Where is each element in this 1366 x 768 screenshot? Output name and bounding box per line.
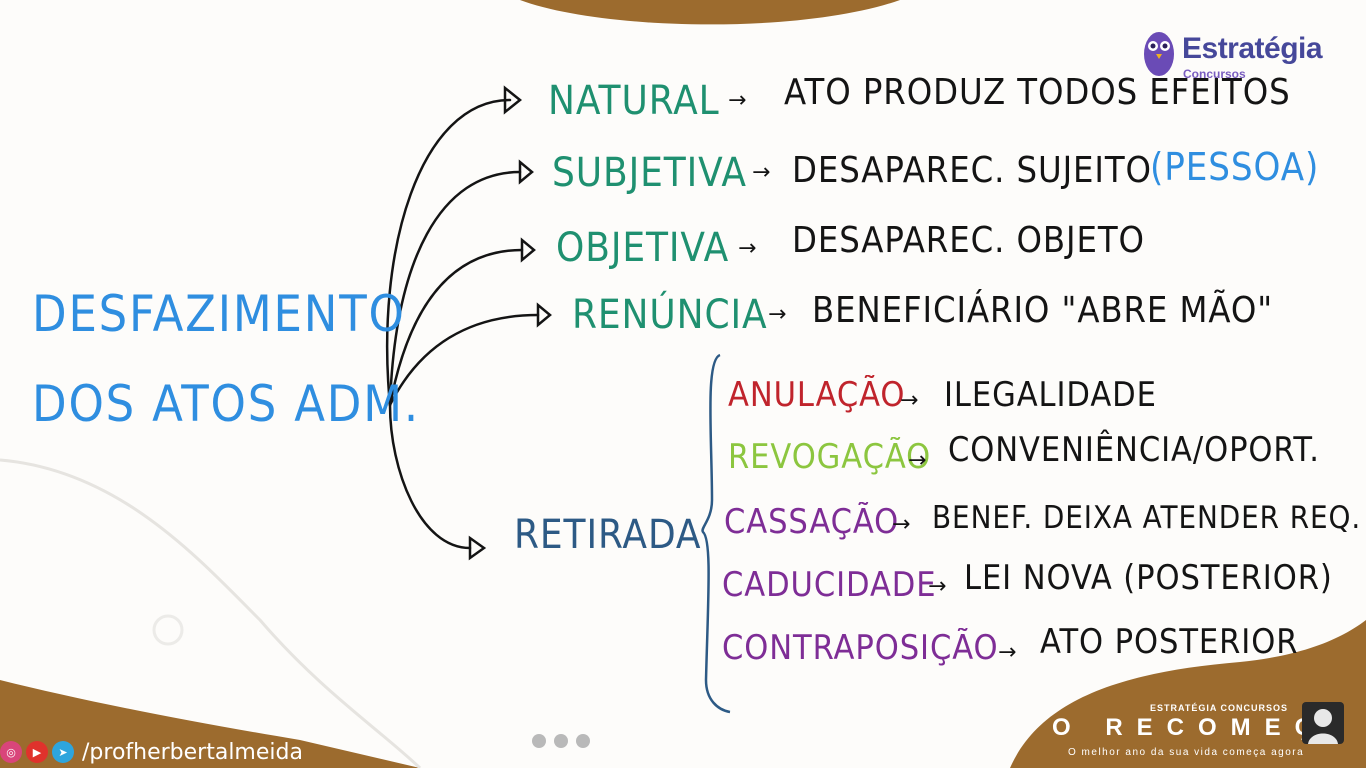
retirada-cassacao-label: CASSAÇÃO [724,502,900,542]
social-strip: ◎ ▶ ➤ /profherbertalmeida [0,738,303,766]
arrowhead-renuncia [536,302,552,328]
youtube-icon: ▶ [26,741,48,763]
root-title-line2: DOS ATOS ADM. [32,375,420,433]
arrow-icon: → [928,574,947,599]
arrow-icon: → [900,388,919,413]
retirada-cassacao-desc: BENEF. DEIXA ATENDER REQ. [932,500,1362,536]
branch-retirada-label: RETIRADA [514,512,702,558]
arrow-icon: → [908,448,927,473]
branch-natural-desc: ATO PRODUZ TODOS EFEITOS [784,72,1291,113]
branch-renuncia-label: RENÚNCIA [572,292,768,338]
estrategia-logo: Estratégia Concursos [1142,28,1362,88]
arrow-icon: → [728,88,747,113]
connector-natural [385,98,512,407]
arrowhead-retirada [468,535,487,561]
branch-renuncia-desc: BENEFICIÁRIO "ABRE MÃO" [812,290,1274,331]
brand-subtitle: Concursos [1183,67,1246,81]
connector-objetiva [388,248,524,407]
arrow-icon: → [738,236,757,261]
retirada-caducidade-label: CADUCIDADE [722,565,937,605]
promo-top-label: ESTRATÉGIA CONCURSOS [1150,703,1289,713]
branch-objetiva-desc: DESAPAREC. OBJETO [792,220,1145,261]
connector-retirada [388,403,472,550]
retirada-contraposicao-desc: ATO POSTERIOR [1040,622,1299,662]
pagination-dot [554,734,568,748]
telegram-icon: ➤ [52,741,74,763]
arrow-icon: → [998,640,1017,665]
arrowhead-natural [503,85,523,115]
branch-natural-label: NATURAL [548,78,720,124]
connector-renuncia [388,313,540,407]
retirada-brace [701,353,731,714]
branch-objetiva-label: OBJETIVA [556,225,730,271]
arrow-icon: → [752,160,771,185]
retirada-caducidade-desc: LEI NOVA (POSTERIOR) [964,558,1333,598]
instagram-icon: ◎ [0,741,22,763]
arrowhead-objetiva [520,237,536,263]
branch-subjetiva-note: (PESSOA) [1150,145,1320,189]
retirada-revogacao-desc: CONVENIÊNCIA/OPORT. [948,430,1320,470]
arrowhead-subjetiva [518,159,534,185]
social-handle: /profherbertalmeida [82,739,303,765]
branch-subjetiva-desc: DESAPAREC. SUJEITO [792,150,1152,191]
arrow-icon: → [768,302,787,327]
pagination-dots [532,734,590,748]
arrow-icon: → [892,512,911,537]
root-title-line1: DESFAZIMENTO [32,285,406,343]
pagination-dot [532,734,546,748]
connector-subjetiva [388,170,522,407]
retirada-contraposicao-label: CONTRAPOSIÇÃO [722,628,999,668]
branch-subjetiva-label: SUBJETIVA [552,150,747,196]
retirada-anulacao-label: ANULAÇÃO [728,375,906,415]
brand-name: Estratégia [1182,32,1323,65]
presenter-thumbnail [1302,702,1344,744]
pagination-dot [576,734,590,748]
owl-logo-icon [1144,32,1174,76]
promo-tagline: O melhor ano da sua vida começa agora [1068,747,1305,758]
retirada-anulacao-desc: ILEGALIDADE [944,375,1157,415]
promo-main-title: O RECOMEÇO [1052,714,1359,741]
retirada-revogacao-label: REVOGAÇÃO [728,437,932,477]
